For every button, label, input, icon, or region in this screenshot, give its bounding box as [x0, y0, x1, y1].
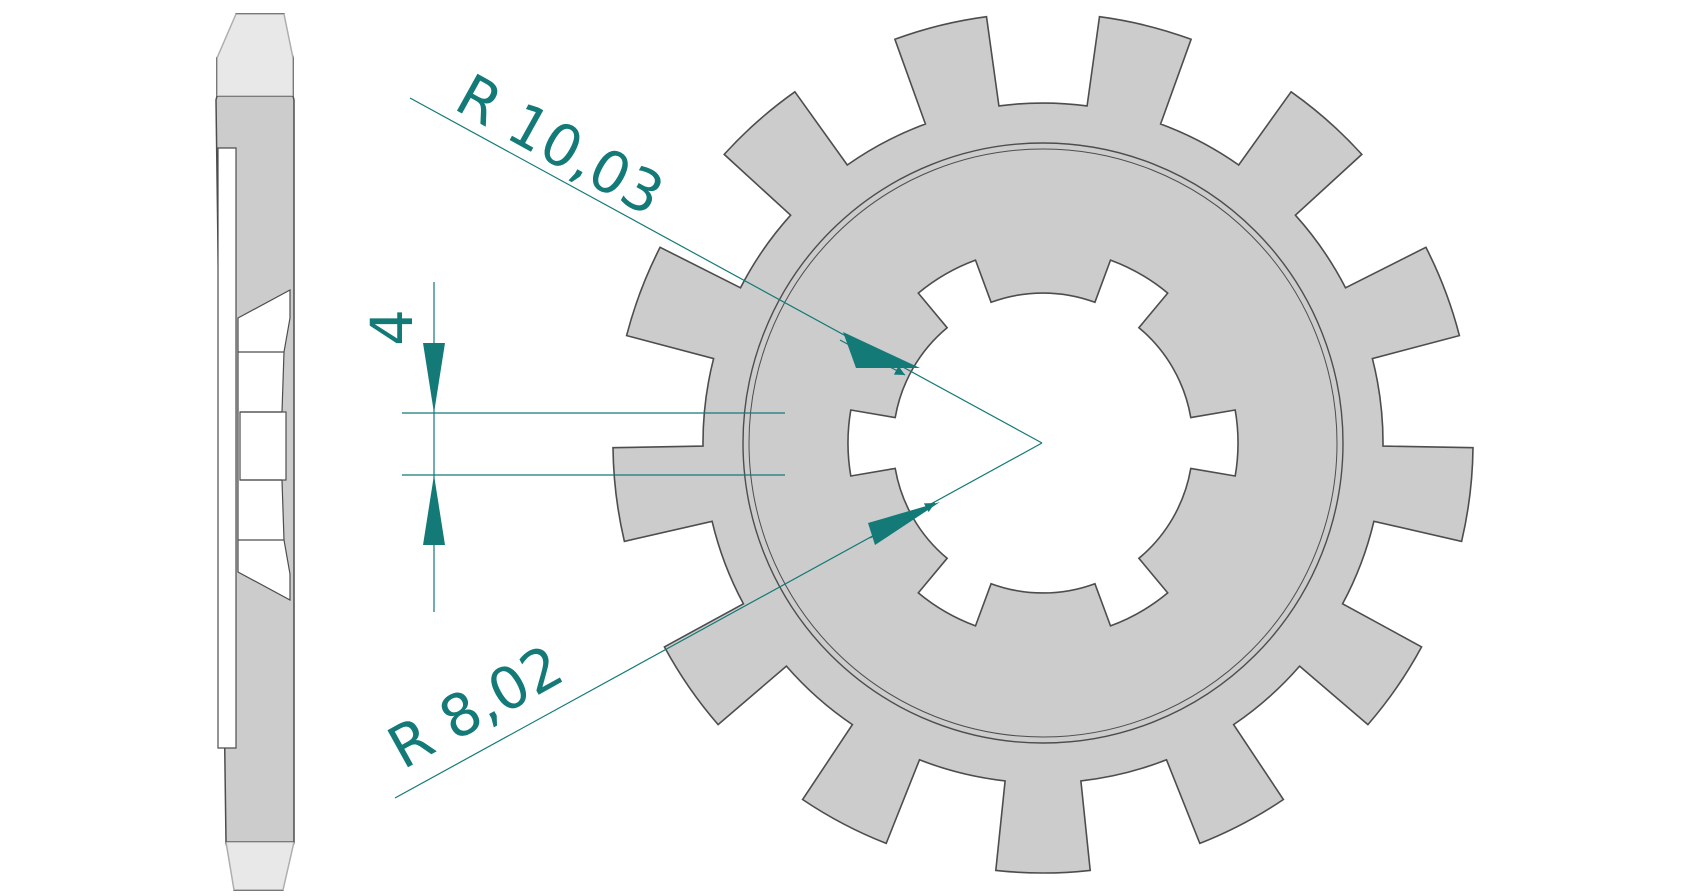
front-view: [612, 15, 1474, 874]
inner-radius-leader-line: [394, 442, 1043, 799]
hub-circle-outer: [742, 142, 1344, 744]
outer-radius-arrowhead: [843, 332, 920, 368]
side-view-chamfer-bottom: [226, 842, 294, 890]
side-view: [215, 13, 295, 891]
hub-circle-inner: [748, 148, 1338, 738]
sprocket-body: [612, 15, 1474, 874]
side-view-chamfer-top: [217, 14, 293, 96]
outer-radius-label: R 10,03: [445, 61, 675, 229]
outer-radius-leader-line: [409, 97, 1043, 444]
side-view-hub-groove: [217, 147, 237, 749]
spline-arrow-top: [423, 343, 445, 413]
inner-radius-label: R 8,02: [377, 632, 574, 783]
spline-width-label: 4: [358, 309, 426, 346]
inner-radius-arrowhead: [868, 502, 940, 545]
spline-arrow-bottom: [423, 475, 445, 545]
side-view-keyway: [239, 411, 287, 481]
